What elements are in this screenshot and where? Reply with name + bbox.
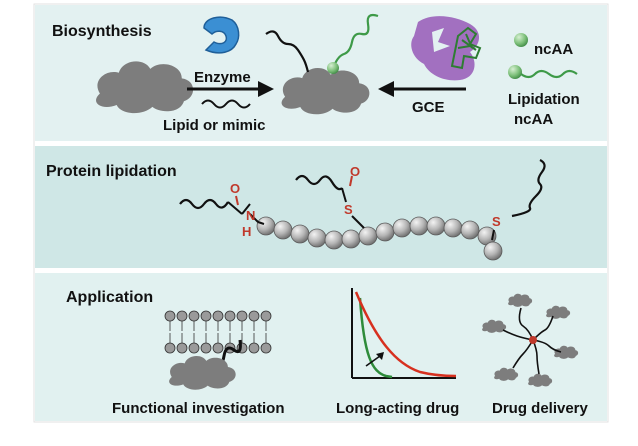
lipid-wavy-icon	[201, 99, 251, 109]
short-acting-curve	[358, 297, 393, 379]
pk-curve-plot	[351, 288, 457, 379]
protein-bead-chain	[256, 216, 503, 261]
amide-o-label: O	[230, 181, 240, 196]
lipidation-ncaa-ball	[508, 65, 522, 79]
long-acting-drug-label: Long-acting drug	[336, 400, 459, 417]
arrow-right-icon	[187, 81, 274, 97]
biosynthesis-title: Biosynthesis	[52, 23, 152, 40]
amide-carbonyl-bond	[235, 195, 239, 206]
amide-bond-lines	[227, 201, 265, 225]
thioester-c-bond	[341, 187, 347, 203]
gce-label: GCE	[412, 99, 445, 116]
thioether-lipid-chain	[511, 159, 546, 218]
red-core-icon	[529, 336, 537, 344]
protein-lipidation-title: Protein lipidation	[46, 163, 177, 180]
drug-delivery-assembly-icon	[482, 293, 579, 387]
amide-h-label: H	[242, 224, 251, 239]
protein-lipidation-section: Protein lipidation O N H	[35, 146, 607, 268]
application-section: Application Functional investigation Lon…	[35, 273, 607, 421]
thioester-s-to-chain	[351, 215, 365, 229]
thioether-s-label: S	[492, 214, 501, 229]
thioester-s-label: S	[344, 202, 353, 217]
thioether-s-to-chain	[491, 229, 495, 241]
lipid-chain-green	[332, 13, 379, 67]
thioester-lipid-chain	[295, 174, 343, 191]
lipid-label: Lipid or mimic	[163, 117, 266, 134]
ncaa-label: ncAA	[534, 41, 573, 58]
lipidation-ncaa-chain	[520, 69, 578, 79]
thioester-carbonyl-bond	[349, 175, 353, 187]
arrow-left-icon	[378, 81, 466, 97]
extension-arrow-icon	[365, 355, 381, 367]
functional-investigation-label: Functional investigation	[112, 400, 285, 417]
membrane-bilayer-icon	[164, 310, 272, 354]
lipidation-ncaa-label: ncAA	[514, 111, 553, 128]
long-acting-curve	[354, 291, 457, 378]
enzyme-label: Enzyme	[194, 69, 251, 86]
ncaa-ball-on-protein	[327, 62, 339, 74]
biosynthesis-section: Biosynthesis Enzyme Lipid or mimic GC	[35, 5, 607, 141]
ncaa-ball-legend	[514, 33, 528, 47]
thioester-o-label: O	[350, 164, 360, 179]
amide-lipid-chain	[179, 198, 229, 210]
drug-delivery-label: Drug delivery	[492, 400, 589, 417]
trna-icon	[450, 26, 482, 70]
lipid-chain-black	[265, 30, 310, 73]
protein-lipidation-band	[35, 146, 607, 268]
enzyme-icon	[203, 16, 240, 54]
application-title: Application	[66, 289, 153, 306]
lipidation-label: Lipidation	[508, 91, 580, 108]
amide-n-label: N	[246, 208, 255, 223]
